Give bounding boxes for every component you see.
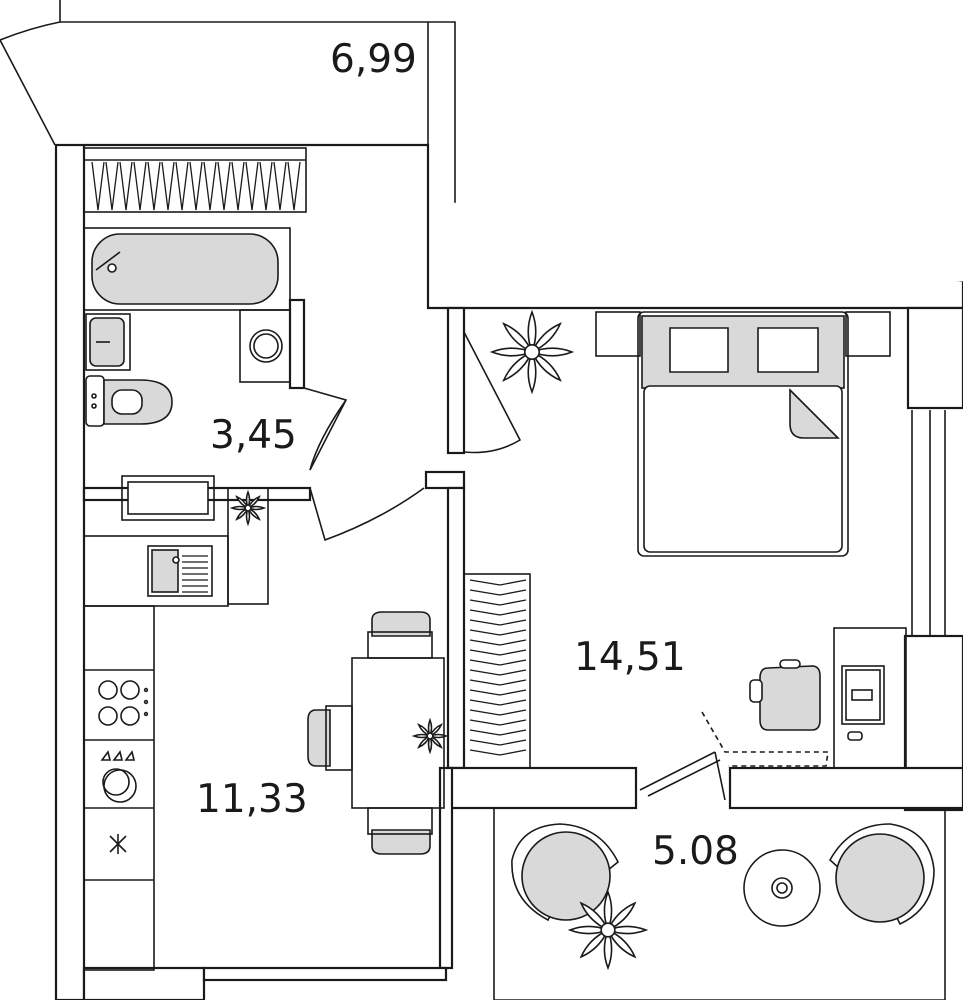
bedroom-area: 14,51 <box>574 635 686 680</box>
plants <box>229 309 649 971</box>
fridge-icon <box>109 834 127 854</box>
toilet-icon <box>85 375 173 427</box>
armchair-right <box>828 823 935 926</box>
bathtub-icon <box>83 227 291 311</box>
sink-icon <box>85 313 131 371</box>
balcony-bottom-area: 5.08 <box>652 829 739 874</box>
bathroom: 3,45 <box>83 147 307 458</box>
plant-icon <box>229 489 267 527</box>
doors <box>303 331 829 801</box>
dishwasher-icon <box>100 750 137 803</box>
armchair-left <box>511 823 620 922</box>
balcony-top-area: 6,99 <box>330 37 417 82</box>
side-table <box>743 849 821 927</box>
laptop-icon <box>841 665 885 741</box>
chair-icon <box>749 659 821 731</box>
plant-icon <box>567 889 649 971</box>
radiator <box>83 147 307 213</box>
dining-table <box>307 611 445 855</box>
stove-icon <box>98 680 149 726</box>
plant-icon <box>411 717 449 755</box>
kitchen-area: 11,33 <box>196 777 308 822</box>
kitchen-sink-icon <box>147 545 213 597</box>
window-right <box>911 410 946 636</box>
desk <box>749 627 907 769</box>
bedroom: 14,51 <box>463 311 907 769</box>
bed-icon <box>637 311 849 557</box>
kitchen: 11,33 <box>83 475 445 971</box>
wardrobe-icon <box>463 573 531 769</box>
bathroom-area: 3,45 <box>210 413 297 458</box>
washing-machine-icon <box>239 309 291 383</box>
plant-icon <box>489 309 575 395</box>
balcony-bottom: 5.08 <box>511 823 935 927</box>
